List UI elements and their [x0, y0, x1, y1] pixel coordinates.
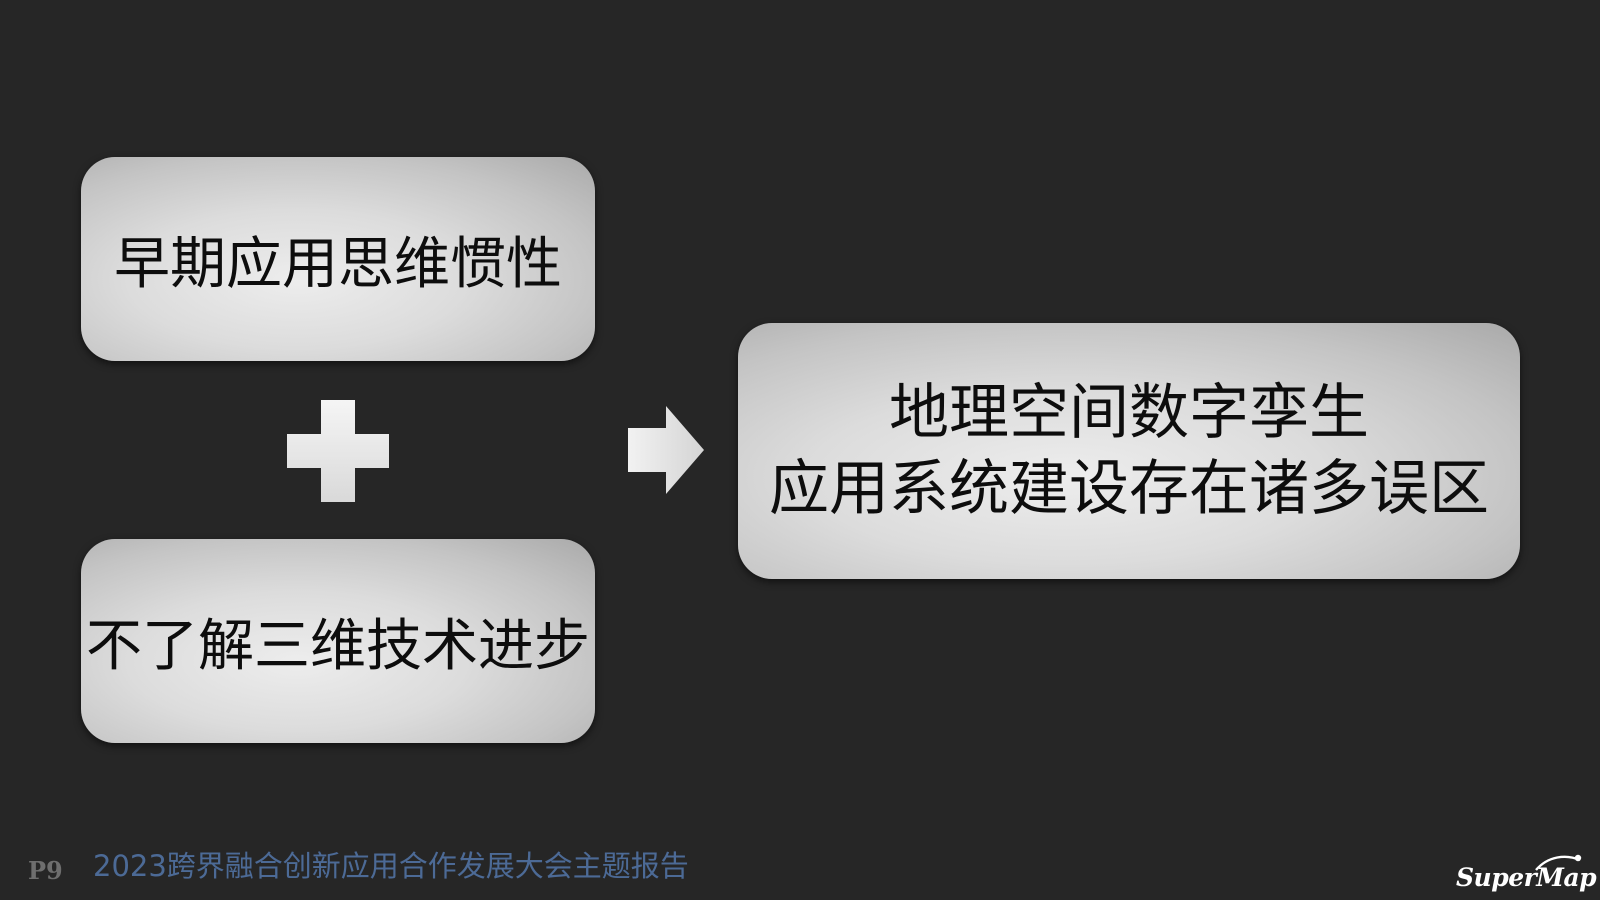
result-box-misconceptions: 地理空间数字孪生 应用系统建设存在诸多误区	[738, 323, 1520, 579]
result-text-line1: 地理空间数字孪生	[889, 378, 1369, 448]
footer-report-title: 2023跨界融合创新应用合作发展大会主题报告	[93, 849, 689, 883]
supermap-logo: SuperMap	[1456, 852, 1597, 896]
cause-box-thinking-inertia: 早期应用思维惯性	[81, 157, 595, 361]
logo-text: SuperMap	[1456, 863, 1597, 892]
arrow-right-icon	[628, 406, 704, 494]
cause-text-tech-progress: 不了解三维技术进步	[86, 613, 590, 679]
page-number: P9	[28, 856, 63, 885]
logo-swoosh-icon	[1535, 854, 1582, 871]
result-text-line2: 应用系统建设存在诸多误区	[769, 454, 1489, 524]
cause-box-tech-progress: 不了解三维技术进步	[81, 539, 595, 743]
plus-icon	[287, 400, 389, 502]
cause-text-thinking-inertia: 早期应用思维惯性	[114, 231, 562, 297]
